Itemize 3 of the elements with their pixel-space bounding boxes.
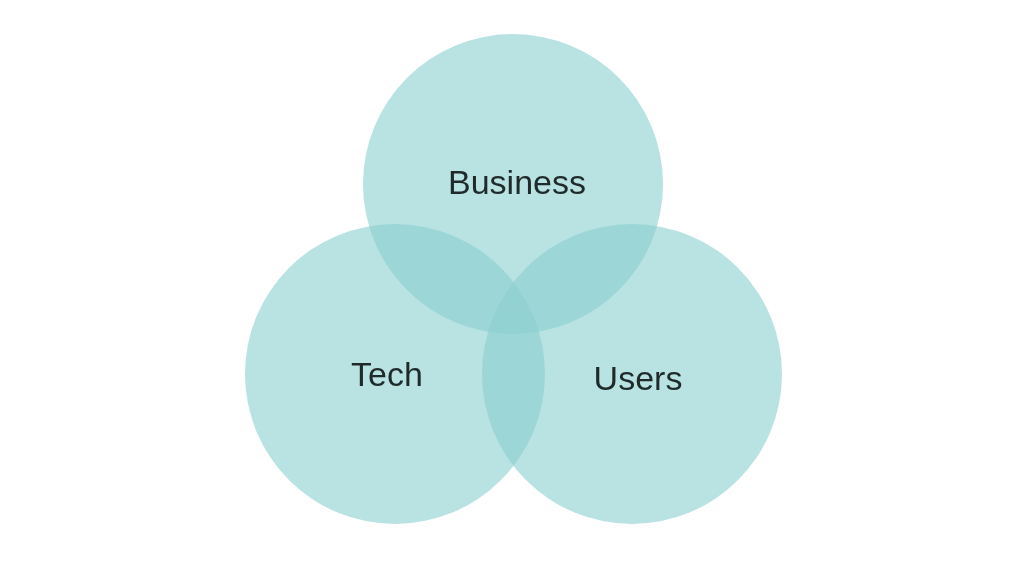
circle-label: Tech <box>351 357 423 391</box>
circle-label: Users <box>593 361 683 395</box>
circle-label: Business <box>448 165 586 199</box>
